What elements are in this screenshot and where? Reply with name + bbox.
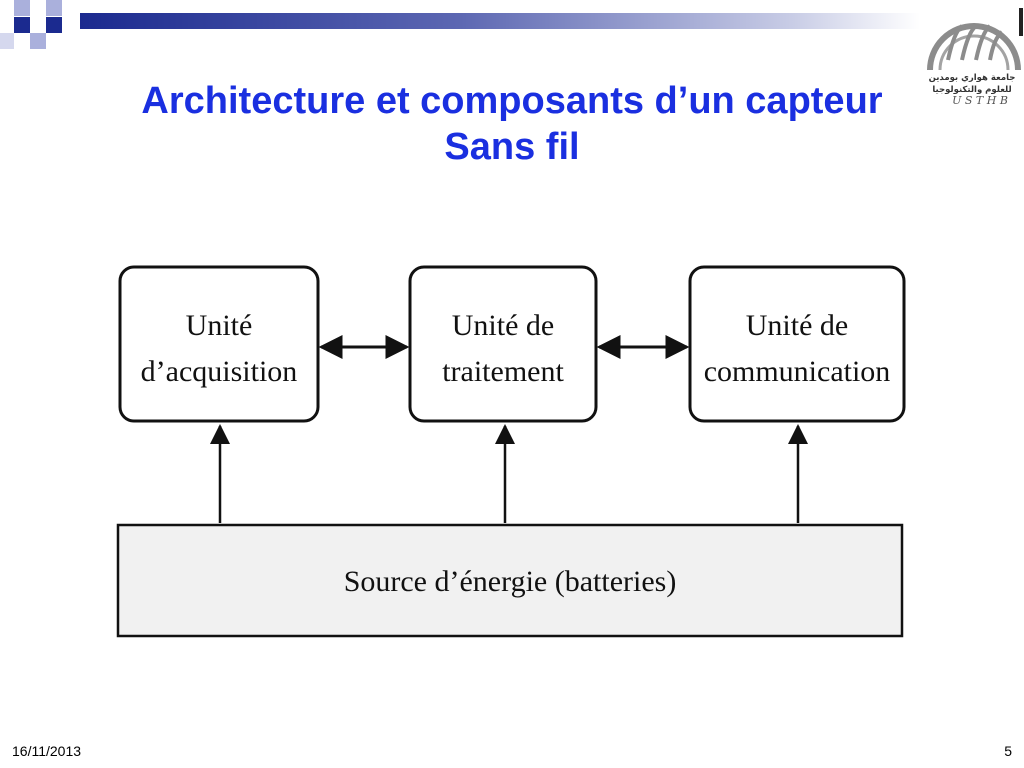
unit-communication-line1: Unité de <box>746 309 848 342</box>
header-gradient-bar <box>80 13 920 29</box>
logo-arabic-line1: جامعة هواري بومدين <box>929 73 1016 83</box>
sensor-architecture-diagram: Unité d’acquisition Unité de traitement … <box>116 265 906 638</box>
slide-title: Architecture et composants d’un capteur … <box>40 78 984 170</box>
decor-square <box>14 17 30 33</box>
corner-squares-decoration <box>0 0 62 49</box>
unit-processing-line1: Unité de <box>452 309 554 342</box>
unit-processing-line2: traitement <box>442 355 564 388</box>
page-number: 5 <box>1004 743 1012 759</box>
logo-arabic-line2: للعلوم والتكنولوجيا <box>932 85 1011 95</box>
decor-square <box>46 0 62 16</box>
university-logo: جامعة هواري بومدين للعلوم والتكنولوجيا U… <box>927 8 1023 107</box>
slide-title-line1: Architecture et composants d’un capteur <box>141 80 883 122</box>
unit-communication-box: Unité de communication <box>688 265 906 423</box>
decor-square <box>30 33 46 49</box>
power-source-label: Source d’énergie (batteries) <box>344 565 677 598</box>
decor-square <box>30 17 46 33</box>
unit-communication-line2: communication <box>704 355 891 388</box>
power-source-box: Source d’énergie (batteries) <box>116 523 904 638</box>
logo-latin-text: U S T H B <box>952 94 1008 107</box>
logo-arc-inner <box>938 34 1010 71</box>
unit-acquisition-line2: d’acquisition <box>141 355 298 388</box>
slide-title-line2: Sans fil <box>444 126 580 168</box>
decor-square <box>46 17 62 33</box>
footer-date: 16/11/2013 <box>12 743 82 759</box>
unit-acquisition-box: Unité d’acquisition <box>118 265 320 423</box>
decor-square <box>14 0 30 16</box>
logo-edge-bar <box>1019 8 1023 36</box>
unit-acquisition-line1: Unité <box>186 309 253 342</box>
logo-arc <box>927 23 1021 71</box>
unit-processing-box: Unité de traitement <box>408 265 598 423</box>
logo-arches <box>946 24 1004 61</box>
decor-square <box>0 33 14 49</box>
